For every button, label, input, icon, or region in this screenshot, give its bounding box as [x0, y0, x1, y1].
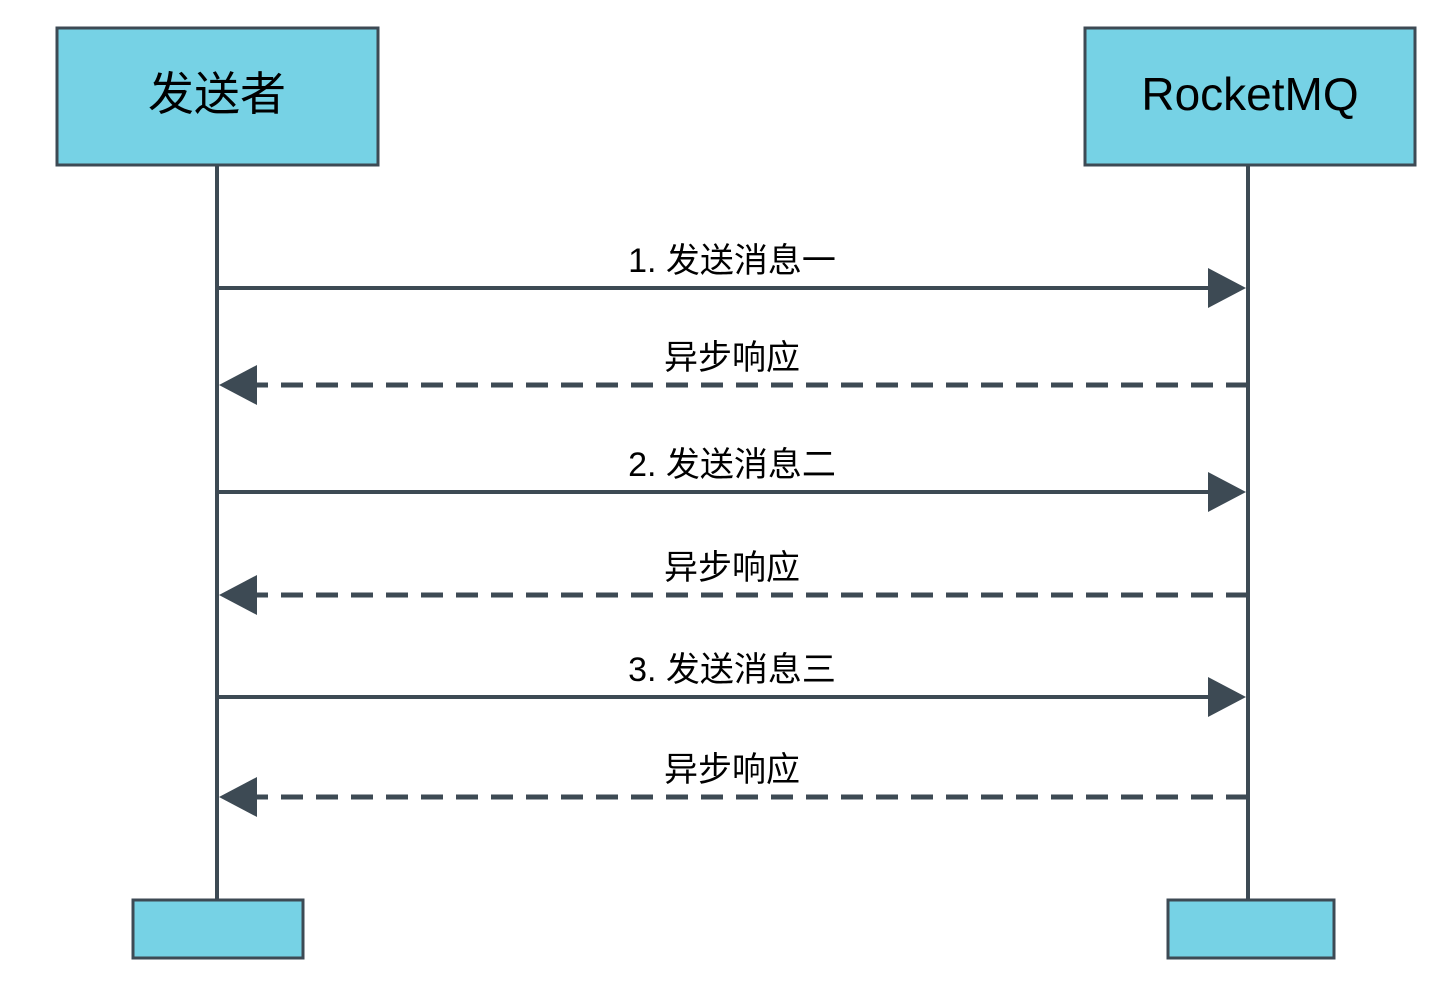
actor-sender-footer-box[interactable]	[131, 898, 305, 960]
actor-rocketmq-box[interactable]	[1083, 26, 1417, 167]
message-5-label: 3. 发送消息三	[628, 651, 836, 689]
message-2-arrowhead-left-icon	[219, 365, 257, 405]
actor-sender-label: 发送者	[148, 68, 286, 120]
message-5[interactable]: 3. 发送消息三	[217, 651, 1246, 717]
message-3[interactable]: 2. 发送消息二	[217, 446, 1246, 512]
message-4-arrowhead-left-icon	[219, 575, 257, 615]
actor-sender-footer[interactable]	[131, 898, 305, 960]
message-3-arrowhead-right-icon	[1208, 472, 1246, 512]
message-1[interactable]: 1. 发送消息一	[217, 242, 1246, 308]
message-6-arrowhead-left-icon	[219, 777, 257, 817]
message-2-label: 异步响应	[664, 339, 800, 377]
actor-rocketmq[interactable]: RocketMQ	[1083, 26, 1417, 167]
message-4[interactable]: 异步响应	[219, 549, 1248, 615]
messages-layer: 1. 发送消息一 异步响应 2. 发送消息二 异步响应	[217, 242, 1248, 817]
message-1-arrowhead-right-icon	[1208, 268, 1246, 308]
message-2[interactable]: 异步响应	[219, 339, 1248, 405]
actor-rocketmq-footer[interactable]	[1166, 898, 1336, 960]
actor-rocketmq-label: RocketMQ	[1141, 68, 1358, 120]
message-1-label: 1. 发送消息一	[628, 242, 836, 280]
message-5-arrowhead-right-icon	[1208, 677, 1246, 717]
message-4-label: 异步响应	[664, 549, 800, 587]
message-3-label: 2. 发送消息二	[628, 446, 836, 484]
actor-footers-layer	[131, 898, 1336, 960]
message-6[interactable]: 异步响应	[219, 751, 1248, 817]
message-6-label: 异步响应	[664, 751, 800, 789]
actor-sender-box[interactable]	[55, 26, 380, 167]
actor-sender[interactable]: 发送者	[55, 26, 380, 167]
actor-rocketmq-footer-box[interactable]	[1166, 898, 1336, 960]
actor-headers-layer: 发送者 RocketMQ	[55, 26, 1417, 167]
